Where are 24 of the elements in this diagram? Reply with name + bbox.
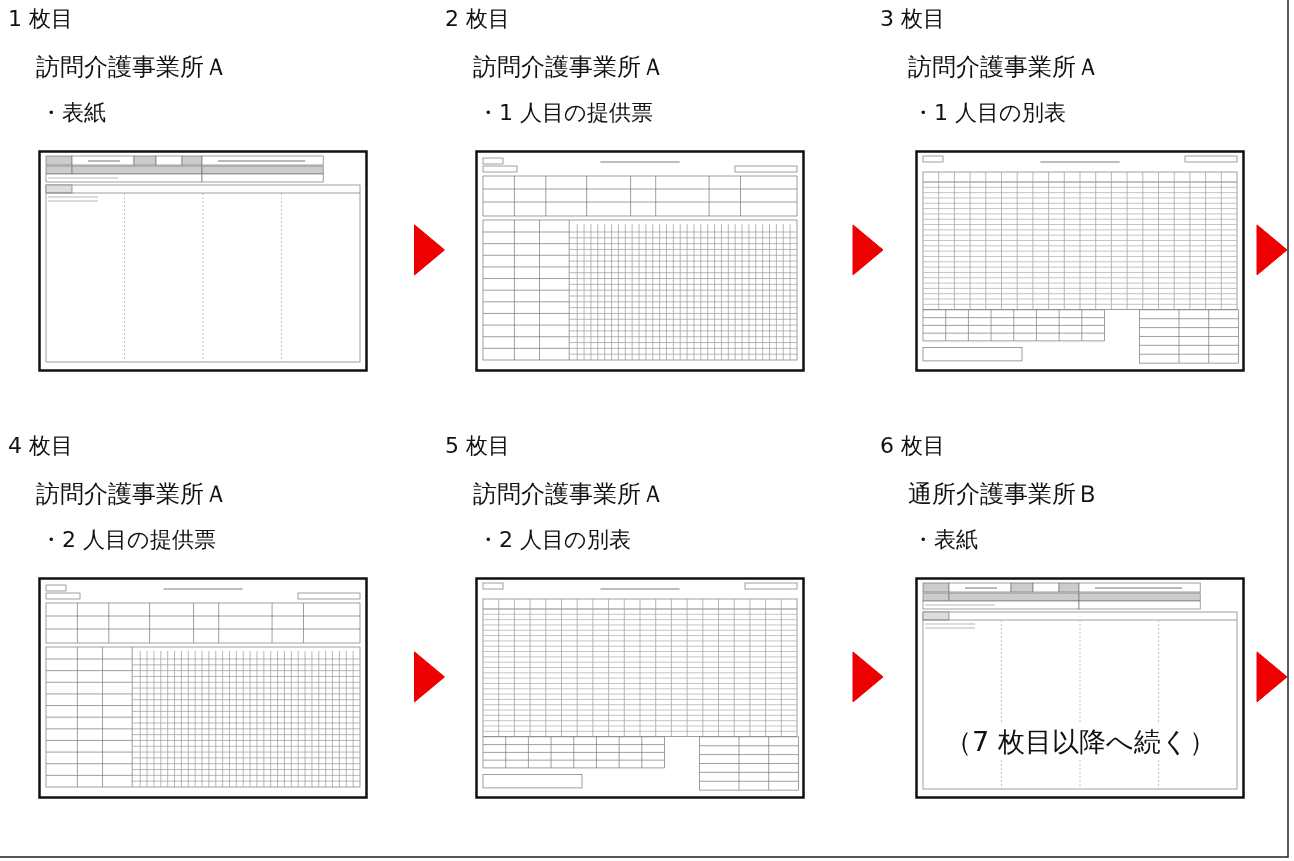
office-name: 訪問介護事業所Ａ	[473, 53, 665, 82]
office-name: 訪問介護事業所Ａ	[36, 480, 228, 509]
page-number: 5 枚目	[445, 433, 510, 460]
arrow	[852, 224, 884, 276]
office-name: 通所介護事業所Ｂ	[908, 480, 1100, 509]
sheet-item: ・2 人目の提供票	[40, 527, 216, 554]
office-name: 訪問介護事業所Ａ	[36, 53, 228, 82]
sheet-item: ・1 人目の提供票	[477, 100, 653, 127]
arrow	[852, 651, 884, 703]
office-name: 訪問介護事業所Ａ	[908, 53, 1100, 82]
sheet-item: ・1 人目の別表	[912, 100, 1066, 127]
page-number: 1 枚目	[8, 6, 73, 33]
sheet-item: ・2 人目の別表	[477, 527, 631, 554]
page-number: 6 枚目	[880, 433, 945, 460]
sheet-item: ・表紙	[912, 527, 978, 554]
arrow	[1256, 224, 1288, 276]
arrow	[414, 651, 445, 703]
office-name: 訪問介護事業所Ａ	[473, 480, 665, 509]
arrow	[414, 224, 445, 276]
page-number: 3 枚目	[880, 6, 945, 33]
page-number: 2 枚目	[445, 6, 510, 33]
page-number: 4 枚目	[8, 433, 73, 460]
sheet-item: ・表紙	[40, 100, 106, 127]
arrow	[1256, 651, 1288, 703]
